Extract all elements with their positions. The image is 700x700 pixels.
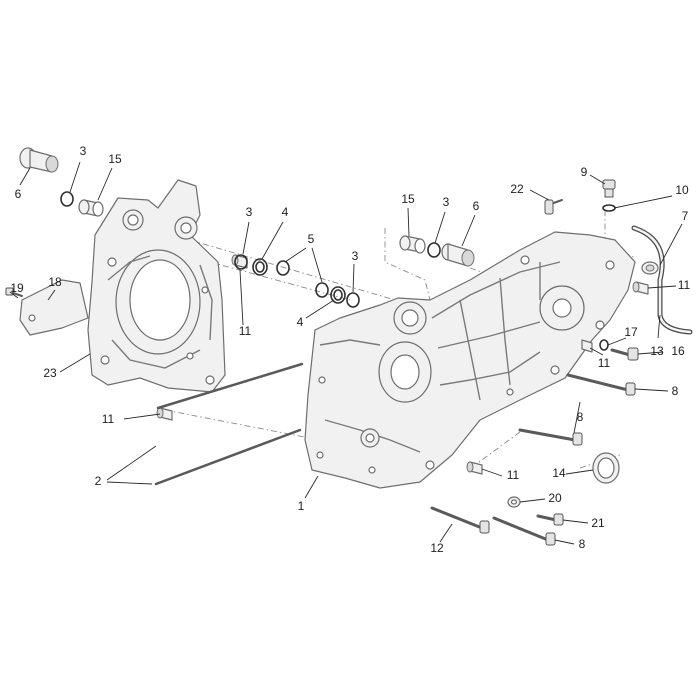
part-1-right-crankcase [304, 231, 636, 489]
part-6-plug-left [19, 147, 59, 173]
callout-12: 12 [430, 541, 444, 555]
part-10-oring [602, 204, 616, 212]
part-15-seal-right [399, 235, 426, 254]
part-3-oring-a [60, 191, 74, 207]
part-22-fitting [544, 199, 563, 215]
part-14-seal [592, 452, 620, 484]
callout-16: 16 [671, 344, 685, 358]
callout-11-middle: 11 [239, 324, 252, 338]
part-23-left-crankcase [87, 179, 226, 393]
callout-3-center: 3 [352, 249, 359, 263]
callout-10: 10 [675, 183, 689, 197]
callout-2: 2 [95, 474, 102, 488]
callout-11-bottom-left: 11 [102, 412, 115, 426]
callout-18: 18 [48, 275, 62, 289]
part-18-hole [28, 314, 36, 322]
callout-17: 17 [624, 325, 638, 339]
callout-4-top: 4 [282, 205, 289, 219]
callout-6-left: 6 [15, 187, 22, 201]
callout-15-left: 15 [108, 152, 122, 166]
part-21-screw [536, 513, 564, 526]
callout-19: 19 [10, 281, 24, 295]
callout-3-right: 3 [443, 195, 450, 209]
part-3-oring-d [427, 242, 441, 258]
callout-3-middle: 3 [246, 205, 253, 219]
callout-1: 1 [298, 499, 305, 513]
callout-8-bottom: 8 [579, 537, 586, 551]
callout-5: 5 [308, 232, 315, 246]
part-3-oring-b [234, 254, 248, 270]
part-11-dowel-c [632, 281, 649, 295]
callout-9: 9 [581, 165, 588, 179]
callout-22: 22 [510, 182, 524, 196]
callout-13: 13 [650, 344, 664, 358]
part-12-bolt [430, 506, 490, 534]
part-8-bolt-c [492, 516, 556, 546]
callout-11-right: 11 [678, 278, 691, 292]
callout-4-bottom: 4 [297, 315, 304, 329]
callout-labels: 6 3 15 19 18 23 11 2 3 4 5 11 3 4 22 15 … [10, 144, 690, 555]
part-9-drain-plug [602, 179, 616, 198]
callout-15-right: 15 [401, 192, 415, 206]
part-15-seal-left [78, 199, 104, 217]
callout-11-near-17: 11 [598, 356, 611, 370]
leader-lines [9, 161, 683, 545]
part-20-washer [507, 496, 521, 508]
callout-3-top-left: 3 [80, 144, 87, 158]
callout-23: 23 [43, 366, 57, 380]
part-18-cover-plate [19, 279, 89, 336]
callout-21: 21 [591, 516, 605, 530]
part-16-screw [610, 347, 639, 361]
part-3-oring-c [346, 292, 360, 308]
part-11-dowel-d [581, 339, 593, 353]
part-8-bolt-b [518, 428, 583, 446]
part-8-bolt-a [566, 373, 636, 396]
part-6-plug-right [441, 243, 475, 267]
callout-11-lower: 11 [507, 468, 520, 482]
callout-7: 7 [682, 209, 689, 223]
part-7-hose-inner [632, 226, 692, 334]
part-4-bearing-b [330, 286, 346, 304]
part-11-dowel-e [466, 461, 483, 475]
callout-8-middle: 8 [577, 410, 584, 424]
part-7-hose-clip [641, 261, 659, 275]
callout-14: 14 [552, 466, 566, 480]
callout-8-right: 8 [672, 384, 679, 398]
part-5-oring-a [276, 260, 290, 276]
part-5-oring-b [315, 282, 329, 298]
callout-20: 20 [548, 491, 562, 505]
part-4-bearing-a [252, 258, 268, 276]
callout-6-right: 6 [473, 199, 480, 213]
part-17-oring [599, 339, 609, 351]
part-2-studs [154, 362, 304, 486]
